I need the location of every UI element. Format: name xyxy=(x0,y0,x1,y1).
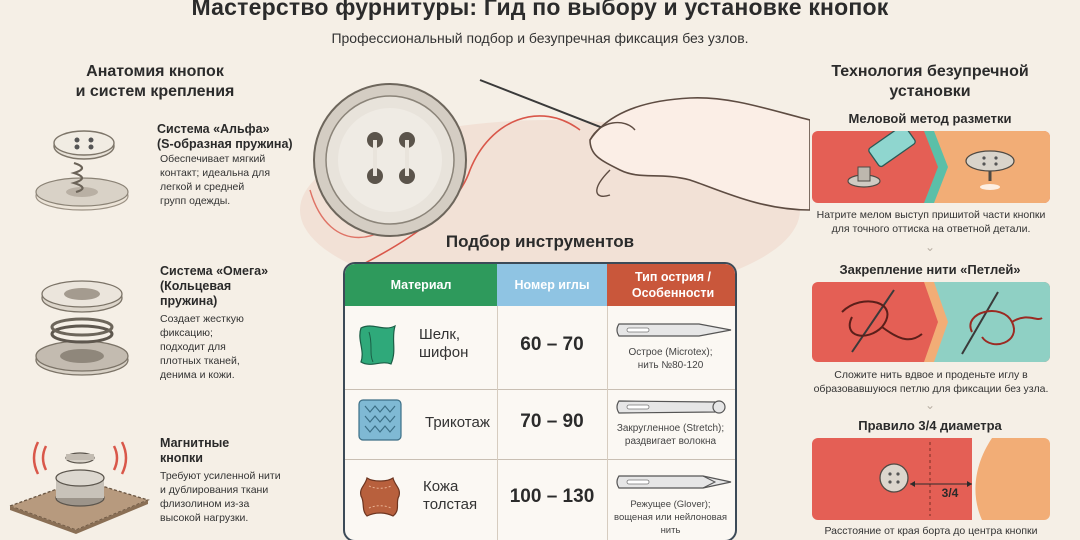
tools-heading: Подбор инструментов xyxy=(445,232,635,251)
magnetic-system-title: Магнитные кнопки xyxy=(160,436,230,465)
needle-size-leather: 100 – 130 xyxy=(509,486,595,507)
step-loop-caption: Сложите нить вдвое и проденьте иглу в об… xyxy=(813,369,1049,395)
tip-note-leather: Режущее (Glover); вощеная или нейлоновая… xyxy=(614,499,727,536)
column-header-material: Материал xyxy=(345,264,497,306)
material-knit: Трикотаж xyxy=(425,414,490,431)
row-divider xyxy=(345,459,735,460)
leather-icon xyxy=(357,474,403,520)
step-ratio-caption: Расстояние от края борта до центра кнопк… xyxy=(824,525,1038,537)
column-header-tip: Тип острия / Особенности xyxy=(607,264,735,306)
sharp-needle-icon xyxy=(615,320,733,340)
ballpoint-needle-icon xyxy=(615,397,733,417)
step-chalk-title: Меловой метод разметки xyxy=(848,111,1012,126)
tools-table: Материал Номер иглы Тип острия / Особенн… xyxy=(343,262,737,540)
anatomy-heading: Анатомия кнопок и систем крепления xyxy=(75,63,235,100)
chalk-marking-icon xyxy=(812,131,1050,203)
omega-snap-icon xyxy=(22,272,142,387)
alpha-system-desc: Обеспечивает мягкий контакт; идеальна дл… xyxy=(160,153,270,207)
column-divider xyxy=(497,306,498,540)
chevron-down-icon: ⌄ xyxy=(924,240,936,254)
step-loop-title: Закрепление нити «Петлей» xyxy=(839,262,1021,277)
column-header-needle: Номер иглы xyxy=(497,264,607,306)
material-leather: Кожа толстая xyxy=(423,478,478,513)
row-divider xyxy=(345,389,735,390)
silk-fabric-icon xyxy=(355,320,401,370)
technology-heading: Технология безупречной установки xyxy=(831,63,1029,100)
page-title: Мастерство фурнитуры: Гид по выбору и ус… xyxy=(191,0,889,20)
button-placement-icon xyxy=(812,438,1050,520)
column-divider xyxy=(607,306,608,540)
tip-note-silk: Острое (Microtex); нить №80-120 xyxy=(628,347,713,371)
chevron-down-icon: ⌄ xyxy=(924,398,936,412)
step-ratio-title: Правило 3/4 диаметра xyxy=(858,418,1002,433)
magnetic-snap-icon xyxy=(2,428,152,540)
magnetic-system-desc: Требуют усиленной нити и дублирования тк… xyxy=(160,470,281,524)
omega-system-title: Система «Омега» (Кольцевая пружина) xyxy=(160,264,269,308)
material-silk: Шелк, шифон xyxy=(419,326,469,361)
alpha-snap-icon xyxy=(22,118,142,228)
needle-size-silk: 60 – 70 xyxy=(520,334,584,355)
knit-fabric-icon xyxy=(357,396,403,444)
ratio-label: 3/4 xyxy=(941,486,959,500)
page-subtitle: Профессиональный подбор и безупречная фи… xyxy=(331,30,749,46)
tip-note-knit: Закругленное (Stretch); раздвигает волок… xyxy=(616,423,725,447)
alpha-system-title: Система «Альфа» (S-образная пружина) xyxy=(157,122,293,151)
loop-knot-icon xyxy=(812,282,1050,362)
needle-size-knit: 70 – 90 xyxy=(520,411,584,432)
omega-system-desc: Создает жесткую фиксацию; подходит для п… xyxy=(160,313,244,381)
cutting-needle-icon xyxy=(615,472,733,492)
step-chalk-caption: Натрите мелом выступ пришитой части кноп… xyxy=(816,209,1046,235)
